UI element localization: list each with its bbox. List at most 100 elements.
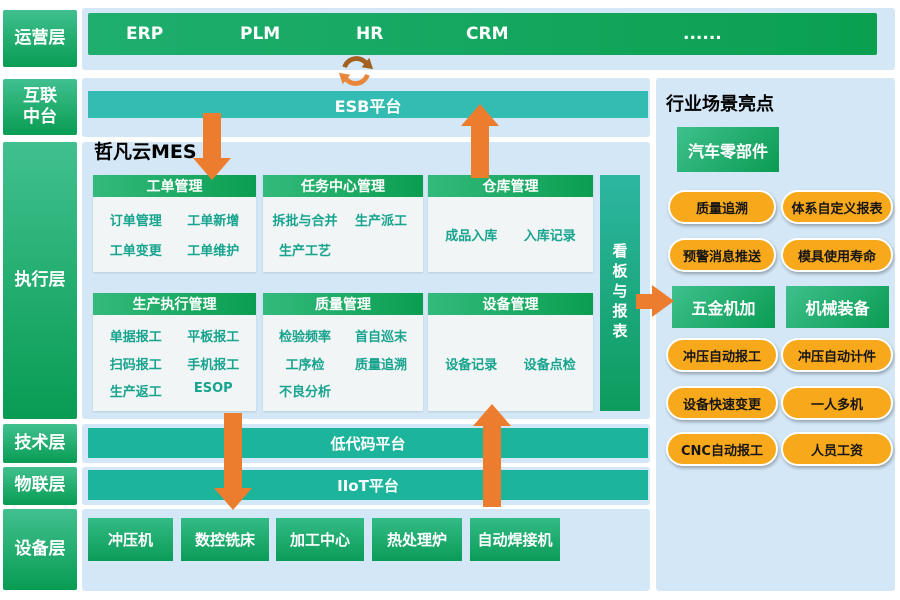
module-header: 生产执行管理 — [93, 293, 256, 315]
module-header: 质量管理 — [263, 293, 423, 315]
esb-platform-bar: ESB平台 — [88, 91, 648, 118]
module-item: 工单变更 — [109, 244, 162, 259]
device-heat-treatment-furnace: 热处理炉 — [372, 518, 462, 561]
kanban-reports-bar: 看板与报表 — [600, 175, 640, 411]
arrow-mes-to-device — [224, 413, 242, 490]
layer-label-text: 技术层 — [14, 432, 66, 453]
layer-label-text: 执行层 — [14, 269, 66, 290]
pill-label: 冲压自动计件 — [797, 349, 876, 365]
section-header-label: 汽车零部件 — [687, 141, 768, 161]
pill-stamping-auto-report: 冲压自动报工 — [666, 338, 778, 372]
operations-systems-bar: ERP PLM HR CRM ...... — [88, 13, 877, 55]
layer-label-iot: 物联层 — [3, 467, 77, 505]
arrow-mes-to-device-head — [214, 488, 252, 510]
sync-icon — [338, 56, 374, 86]
device-punch-press: 冲压机 — [88, 518, 173, 561]
module-item: 设备记录 — [445, 357, 498, 373]
pill-mold-life: 模具使用寿命 — [781, 238, 893, 272]
device-machining-center: 加工中心 — [276, 518, 364, 561]
mes-title: 哲凡云MES — [94, 141, 197, 163]
module-item: 质量追溯 — [354, 357, 407, 373]
layer-label-technology: 技术层 — [3, 424, 77, 463]
system-hr: HR — [356, 24, 384, 44]
module-production-execution: 生产执行管理 单据报工 平板报工 扫码报工 手机报工 生产返工 ESOP — [93, 293, 256, 411]
pill-payroll: 人员工资 — [781, 432, 893, 466]
module-item: 生产工艺 — [278, 244, 331, 259]
section-machinery-equipment: 机械装备 — [786, 286, 889, 328]
arrow-mes-to-esb — [471, 124, 489, 178]
module-item: 检验频率 — [278, 329, 331, 345]
iiot-label: IIoT平台 — [337, 476, 399, 495]
module-item: 成品入库 — [445, 229, 498, 244]
system-erp: ERP — [126, 24, 164, 44]
module-item: 平板报工 — [187, 329, 240, 345]
arrow-mes-to-esb-head — [461, 104, 499, 126]
module-task-center: 任务中心管理 拆批与合并 生产派工 生产工艺 — [263, 175, 423, 272]
module-item: 设备点检 — [523, 357, 576, 373]
layer-label-text: 物联层 — [14, 475, 66, 496]
section-header-label: 机械装备 — [805, 299, 870, 318]
pill-label: 模具使用寿命 — [797, 249, 876, 265]
device-auto-welder: 自动焊接机 — [470, 518, 560, 561]
module-item: 订单管理 — [109, 214, 162, 229]
module-item: 工单新增 — [187, 214, 240, 229]
pill-label: 人员工资 — [810, 443, 863, 459]
pill-quick-changeover: 设备快速变更 — [666, 386, 778, 420]
layer-label-operations: 运营层 — [3, 10, 77, 67]
arrow-to-right-panel-head — [652, 285, 674, 317]
pill-label: 冲压自动报工 — [682, 349, 761, 365]
pill-one-person-multi-machine: 一人多机 — [781, 386, 893, 420]
pill-alert-push: 预警消息推送 — [668, 238, 776, 272]
system-ellipsis: ...... — [683, 24, 722, 44]
lowcode-platform-bar: 低代码平台 — [88, 428, 648, 458]
layer-label-device: 设备层 — [3, 509, 77, 590]
lowcode-label: 低代码平台 — [330, 434, 406, 453]
module-header: 工单管理 — [93, 175, 256, 197]
kanban-label: 看板与报表 — [610, 243, 629, 343]
pill-stamping-auto-count: 冲压自动计件 — [781, 338, 893, 372]
module-item: 拆批与合并 — [272, 214, 338, 229]
module-item: 入库记录 — [523, 229, 576, 244]
module-header: 仓库管理 — [428, 175, 593, 197]
module-item: 扫码报工 — [109, 357, 162, 373]
module-item: 不良分析 — [278, 385, 331, 401]
iiot-platform-bar: IIoT平台 — [88, 470, 648, 500]
module-item: 生产派工 — [354, 214, 407, 229]
module-item: ESOP — [193, 381, 233, 397]
system-crm: CRM — [466, 24, 509, 44]
arrow-esb-to-mes-head — [193, 158, 231, 180]
device-label: 冲压机 — [107, 531, 153, 549]
module-header: 设备管理 — [428, 293, 593, 315]
layer-label-hub: 互联中台 — [3, 79, 77, 135]
arrow-esb-to-mes — [203, 113, 221, 160]
pill-label: 设备快速变更 — [682, 397, 761, 413]
pill-label: 体系自定义报表 — [791, 201, 883, 217]
layer-label-text: 互联中台 — [23, 85, 57, 127]
arrow-to-right-panel — [636, 294, 654, 309]
pill-quality-trace: 质量追溯 — [668, 190, 776, 224]
module-item: 工单维护 — [187, 244, 240, 259]
module-item: 手机报工 — [187, 357, 240, 373]
layer-label-text: 运营层 — [14, 27, 66, 48]
device-label: 加工中心 — [289, 531, 350, 549]
arrow-device-to-mes — [483, 424, 501, 507]
module-quality: 质量管理 检验频率 首自巡末 工序检 质量追溯 不良分析 — [263, 293, 423, 411]
module-item: 首自巡末 — [354, 329, 407, 345]
section-header-label: 五金机加 — [691, 299, 756, 318]
right-panel-title: 行业场景亮点 — [666, 94, 774, 115]
pill-label: 质量追溯 — [695, 201, 748, 217]
pill-cnc-auto-report: CNC自动报工 — [666, 432, 778, 466]
section-auto-parts: 汽车零部件 — [677, 127, 779, 172]
module-warehouse: 仓库管理 成品入库 入库记录 — [428, 175, 593, 272]
arrow-device-to-mes-head — [473, 404, 511, 426]
device-label: 热处理炉 — [386, 531, 447, 549]
pill-label: 预警消息推送 — [682, 249, 761, 265]
device-label: 自动焊接机 — [477, 531, 553, 549]
pill-custom-reports: 体系自定义报表 — [781, 190, 893, 224]
module-work-order: 工单管理 订单管理 工单新增 工单变更 工单维护 — [93, 175, 256, 272]
module-item: 单据报工 — [109, 329, 162, 345]
module-item: 工序检 — [285, 357, 325, 373]
layer-label-text: 设备层 — [14, 538, 66, 559]
module-item: 生产返工 — [109, 385, 162, 401]
